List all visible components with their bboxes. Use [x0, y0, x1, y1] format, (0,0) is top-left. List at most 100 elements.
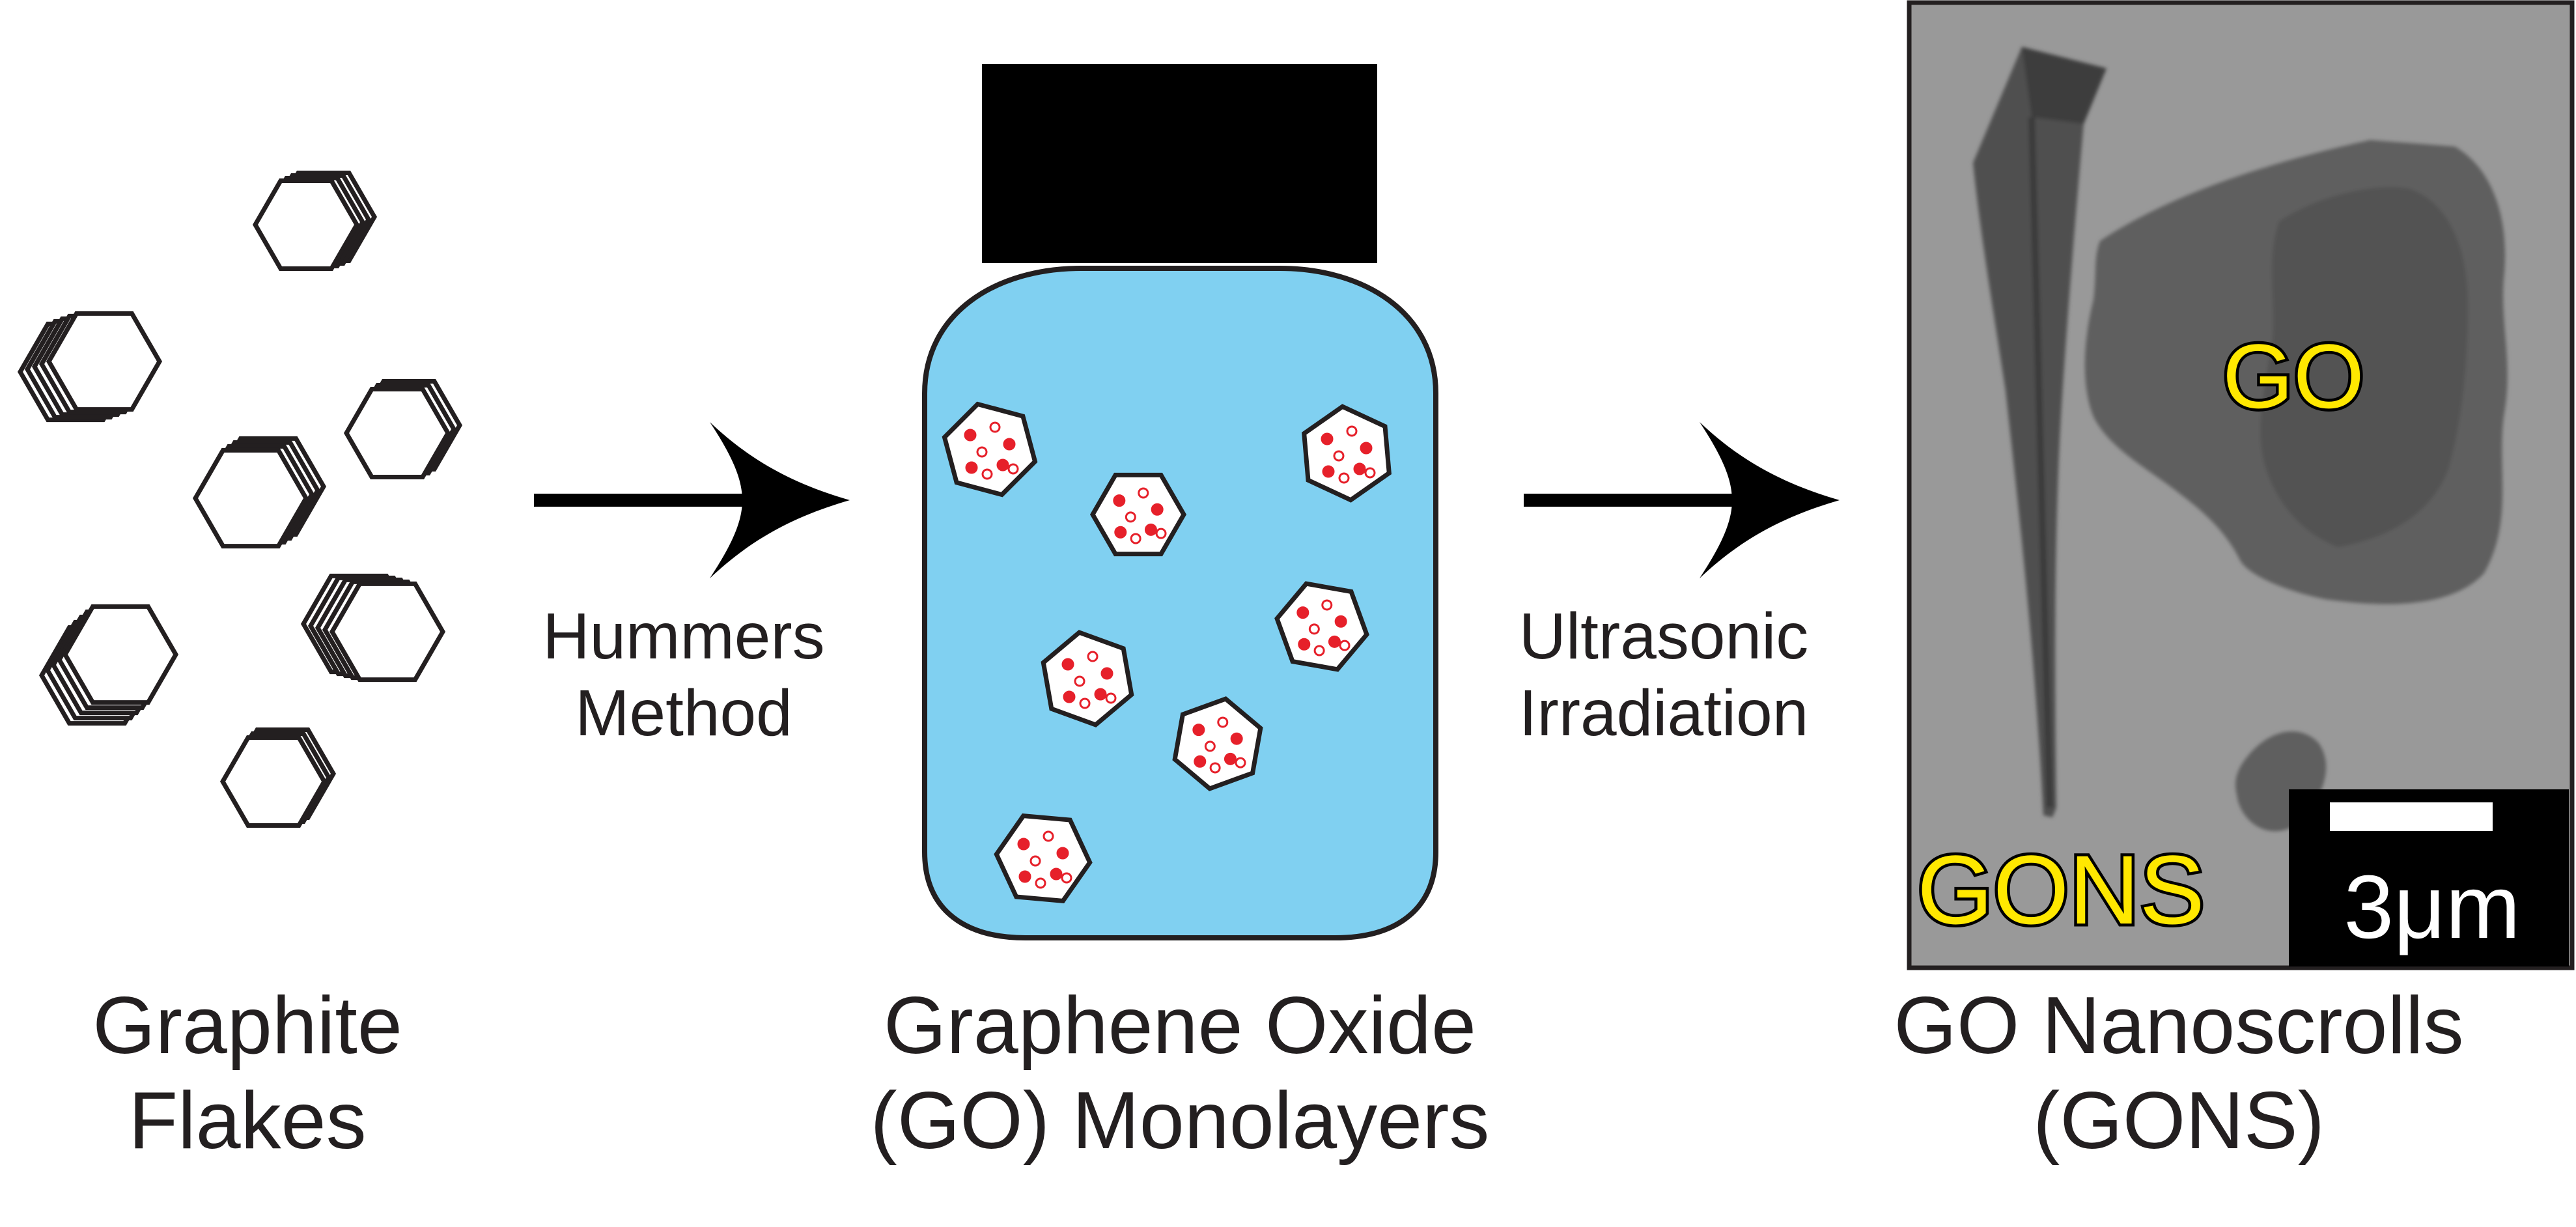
oxide-dot — [1043, 830, 1054, 842]
oxide-dot — [1338, 472, 1350, 484]
graphene-oxide-flakes — [942, 401, 1392, 903]
graphite-flake-stack — [252, 171, 378, 271]
nanoscrolls-caption: GO Nanoscrolls (GONS) — [1784, 978, 2573, 1169]
oxide-dot — [1298, 638, 1311, 651]
ultrasonic-line2: Irradiation — [1519, 677, 1809, 750]
graphene-oxide-caption: Graphene Oxide (GO) Monolayers — [724, 978, 1636, 1169]
oxide-dot — [1079, 698, 1091, 709]
oxide-dot — [1017, 838, 1030, 851]
graphene-oxide-caption-line2: (GO) Monolayers — [870, 1076, 1490, 1166]
oxide-dot — [1333, 450, 1345, 462]
oxide-dot — [1138, 487, 1149, 499]
oxide-dot — [964, 429, 977, 442]
gons-label: GONS — [1917, 835, 2205, 944]
oxide-dot — [1074, 675, 1085, 687]
go-flake — [942, 401, 1038, 498]
oxide-dot — [1113, 494, 1126, 507]
oxide-dot — [1334, 615, 1347, 628]
oxide-dot — [1035, 877, 1046, 889]
oxide-dot — [1105, 692, 1117, 704]
graphite-flake-stack — [300, 573, 446, 683]
oxide-dot — [1114, 526, 1127, 539]
nanoscrolls-caption-line2: (GONS) — [2033, 1076, 2325, 1166]
oxide-dot — [1087, 651, 1099, 662]
hummers-method-label: Hummers Method — [482, 598, 886, 752]
oxide-dot — [1018, 870, 1031, 883]
oxide-dot — [1194, 755, 1207, 768]
oxide-dot — [1224, 752, 1237, 765]
oxide-dot — [1235, 757, 1246, 769]
scale-bar-label: 3μm — [2344, 857, 2520, 957]
go-flake — [1041, 630, 1134, 727]
graphite-layer — [62, 604, 179, 705]
go-flake — [1172, 696, 1263, 791]
hummers-arrow — [534, 422, 850, 578]
hummers-line1: Hummers — [542, 600, 825, 673]
oxide-dot — [976, 446, 988, 458]
oxide-dot — [1313, 645, 1325, 656]
graphite-caption-line2: Flakes — [128, 1076, 367, 1166]
oxide-dot — [1353, 462, 1366, 475]
oxide-dot — [1296, 606, 1309, 619]
ultrasonic-irradiation-label: Ultrasonic Irradiation — [1462, 598, 1866, 752]
jar-body — [922, 266, 1438, 940]
oxide-dot — [1155, 528, 1167, 539]
graphite-flake-stack — [192, 436, 327, 549]
graphite-layer — [329, 581, 446, 683]
oxide-dot — [1328, 635, 1341, 648]
graphite-layer — [192, 447, 309, 549]
oxide-dot — [1056, 847, 1069, 860]
oxide-dot — [1346, 425, 1358, 437]
oxide-dot — [1029, 855, 1041, 867]
oxide-dot — [1144, 523, 1157, 536]
oxide-dot — [1100, 667, 1113, 680]
graphene-oxide-jar — [922, 64, 1438, 940]
oxide-dot — [1130, 533, 1141, 544]
graphite-caption-line1: Graphite — [92, 981, 402, 1071]
graphene-oxide-caption-line1: Graphene Oxide — [884, 981, 1476, 1071]
oxide-dot — [1204, 740, 1216, 752]
oxide-dot — [996, 458, 1009, 472]
go-flake — [994, 813, 1093, 903]
go-label: GO — [2222, 325, 2364, 427]
ultrasonic-line1: Ultrasonic — [1519, 600, 1809, 673]
nanoscrolls-caption-line1: GO Nanoscrolls — [1894, 981, 2464, 1071]
oxide-dot — [1321, 599, 1333, 611]
graphite-flake-stack — [219, 727, 337, 828]
oxide-dot — [1364, 467, 1376, 479]
nanoscroll-micrograph: 3μm GO GONS — [1907, 0, 2575, 970]
graphite-flakes-illustration — [17, 171, 463, 828]
scale-bar — [2330, 802, 2493, 831]
oxide-dot — [965, 461, 978, 474]
oxide-dot — [1003, 438, 1016, 451]
oxide-dot — [1007, 463, 1019, 475]
oxide-dot — [1061, 658, 1074, 671]
oxide-dot — [1308, 623, 1320, 635]
go-flake — [1274, 581, 1369, 672]
oxide-dot — [989, 421, 1001, 433]
graphite-layer — [343, 387, 451, 479]
oxide-dot — [1063, 690, 1076, 703]
oxide-dot — [1321, 432, 1334, 445]
oxide-dot — [1192, 724, 1205, 737]
graphite-layer — [46, 311, 163, 412]
graphite-flakes-caption: Graphite Flakes — [0, 978, 495, 1169]
graphite-flake-stack — [343, 379, 463, 479]
oxide-dot — [1322, 465, 1335, 478]
oxide-dot — [1230, 732, 1243, 745]
go-flake — [1302, 404, 1392, 503]
oxide-dot — [1050, 867, 1063, 881]
go-sheet-fold — [2260, 187, 2468, 547]
graphite-layer — [252, 178, 360, 271]
go-flake — [1089, 472, 1187, 557]
oxide-dot — [1339, 640, 1351, 651]
oxide-dot — [1125, 511, 1136, 523]
oxide-dot — [981, 468, 993, 480]
oxide-dot — [1094, 688, 1107, 701]
jar-cap — [982, 64, 1377, 263]
ultrasonic-arrow — [1524, 422, 1840, 578]
graphite-layer — [219, 735, 328, 828]
graphite-flake-stack — [38, 604, 179, 726]
oxide-dot — [1217, 716, 1229, 728]
